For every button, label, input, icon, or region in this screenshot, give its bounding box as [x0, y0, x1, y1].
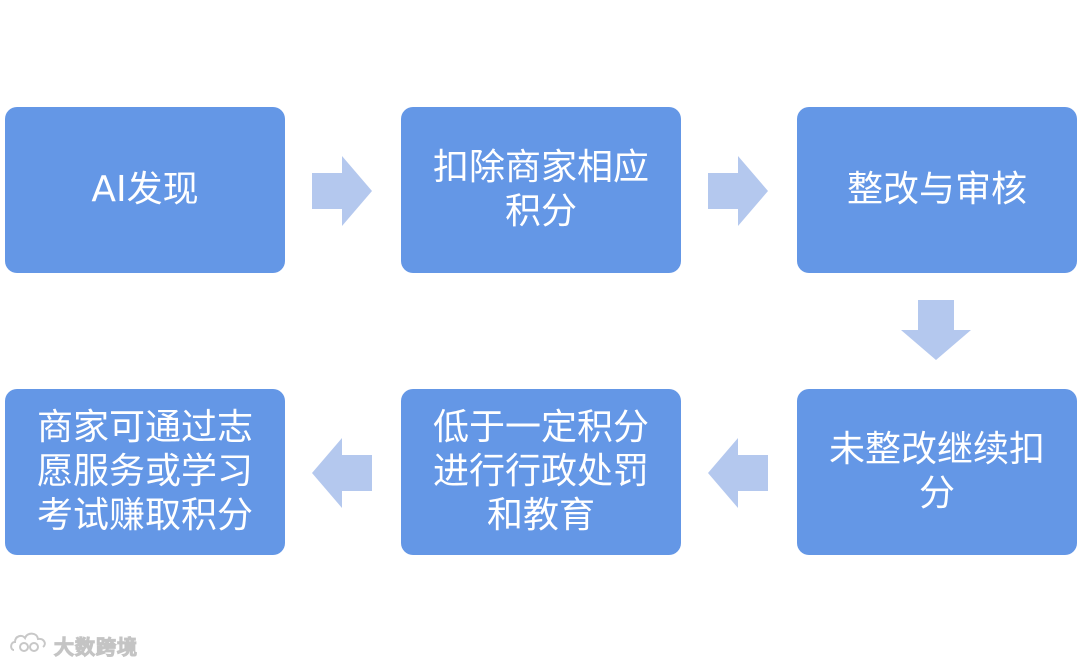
- flow-node-ai-discovery: AI发现: [5, 107, 285, 273]
- flow-node-label: 商家可通过志 愿服务或学习 考试赚取积分: [36, 407, 253, 536]
- watermark: 大数跨境: [10, 630, 138, 660]
- flow-node-rectify-review: 整改与审核: [797, 107, 1077, 273]
- flow-node-continue-deduct: 未整改继续扣 分: [797, 389, 1077, 555]
- flow-node-deduct-points: 扣除商家相应 积分: [401, 107, 681, 273]
- watermark-text: 大数跨境: [54, 634, 138, 659]
- flow-node-label: 未整改继续扣 分: [828, 429, 1045, 514]
- flow-node-administrative-penalty: 低于一定积分 进行行政处罚 和教育: [401, 389, 681, 555]
- arrow-right-icon: [708, 156, 768, 226]
- cloud-logo-icon: [10, 630, 50, 660]
- flow-node-label: 整改与审核: [846, 169, 1027, 211]
- flow-node-label: AI发现: [91, 169, 199, 211]
- arrow-left-icon: [708, 438, 768, 508]
- arrow-left-icon: [312, 438, 372, 508]
- flow-node-label: 低于一定积分 进行行政处罚 和教育: [432, 407, 649, 536]
- arrow-right-icon: [312, 156, 372, 226]
- flow-node-label: 扣除商家相应 积分: [432, 147, 649, 232]
- arrow-down-icon: [901, 300, 971, 360]
- flow-node-earn-points: 商家可通过志 愿服务或学习 考试赚取积分: [5, 389, 285, 555]
